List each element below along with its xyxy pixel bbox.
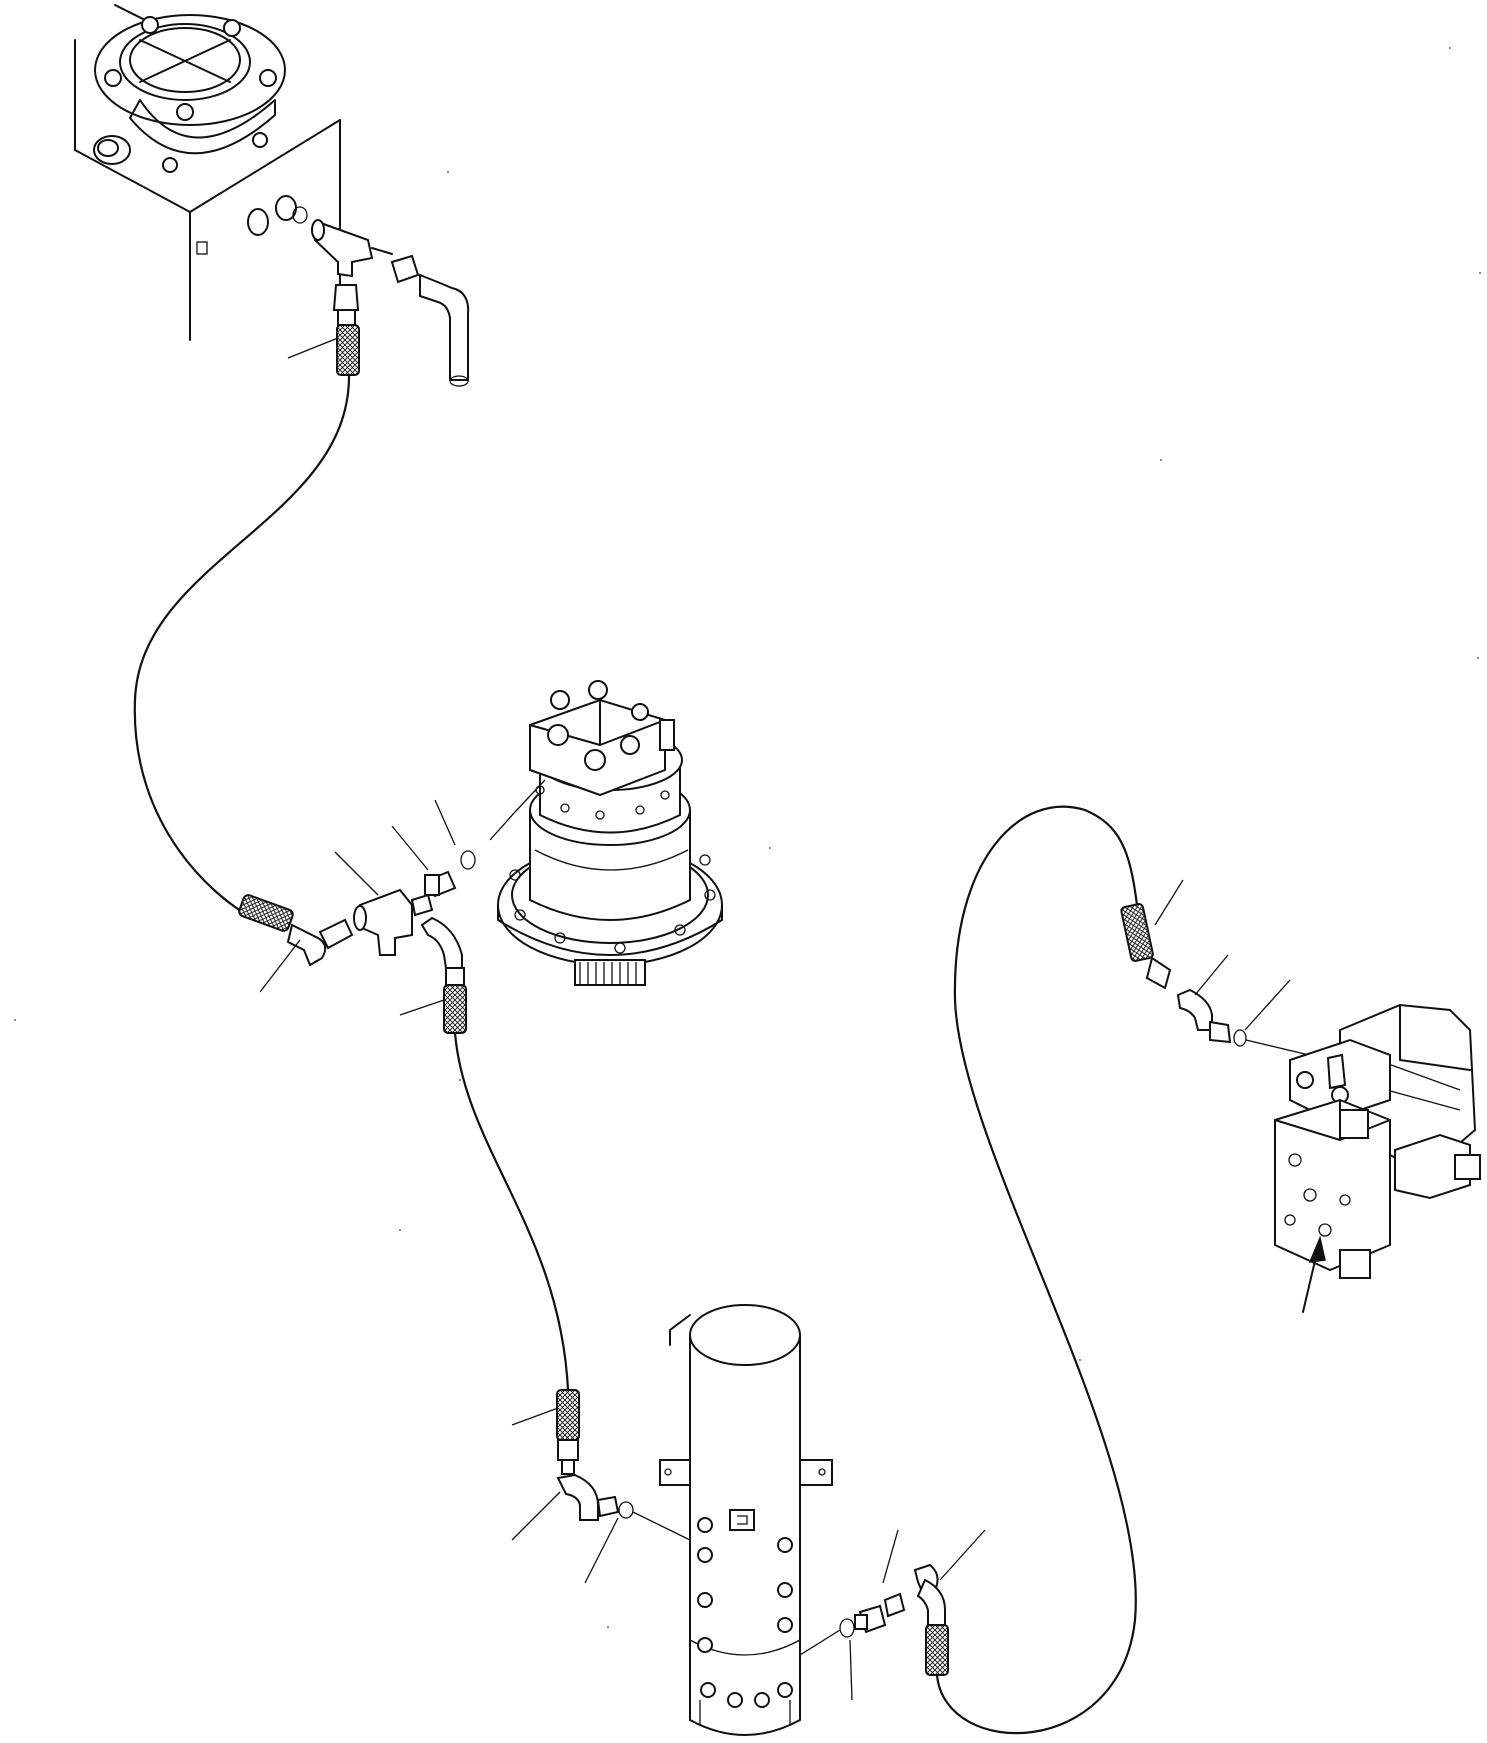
scan-specks (14, 47, 1481, 1628)
tank-plug-icon (196, 241, 208, 255)
swivel-joint (659, 1304, 841, 1736)
hose-swing-to-swivel (443, 984, 691, 1541)
swing-motor (489, 680, 723, 986)
swing-tee-fitting (353, 850, 476, 987)
hose-tank-to-swing (133, 324, 360, 967)
callout-leaders (259, 337, 1291, 1701)
swivel-outlet-fittings (839, 1563, 949, 1676)
travel-motor (1274, 1003, 1481, 1279)
travel-motor-arrow (1302, 1235, 1326, 1313)
hydraulic-tank (74, 4, 470, 387)
hose-swivel-to-travel (935, 805, 1331, 1735)
